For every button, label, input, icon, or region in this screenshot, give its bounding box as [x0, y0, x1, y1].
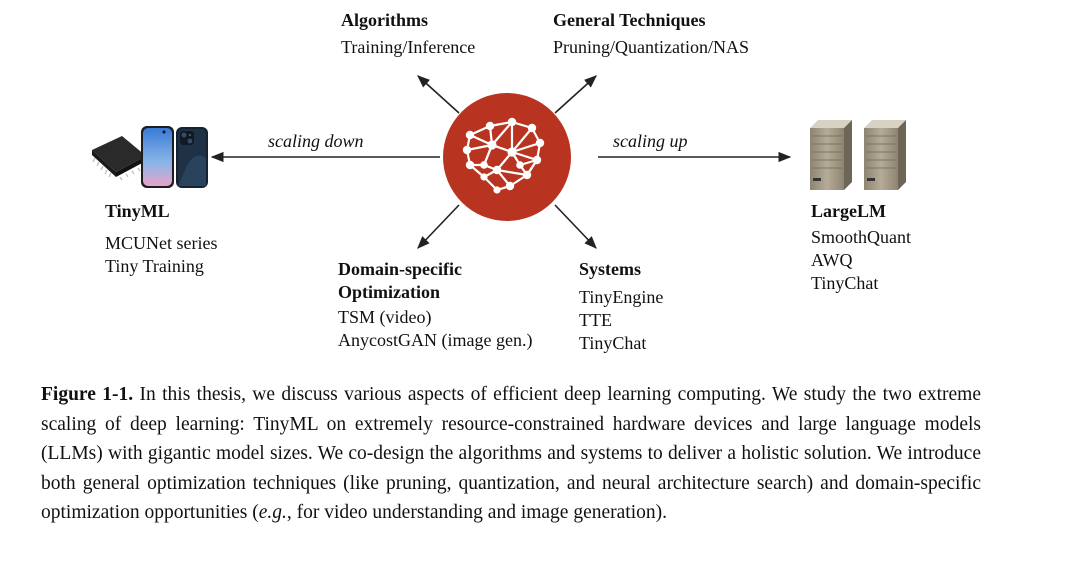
tinyml-title: TinyML — [105, 201, 170, 221]
general-techniques-title: General Techniques — [553, 10, 706, 30]
gpu-server-icon — [810, 120, 852, 190]
general-techniques-line: Pruning/Quantization/NAS — [553, 37, 749, 57]
arrow-algorithms — [417, 75, 460, 114]
arrow-general-techniques — [554, 75, 597, 114]
microcontroller-chip-icon — [92, 136, 146, 181]
domain-specific-title: Optimization — [338, 282, 440, 302]
systems-title: Systems — [579, 259, 641, 279]
systems-line: TinyEngine — [579, 287, 664, 307]
smartphone-icon — [176, 127, 208, 188]
tinyml-block: TinyML MCUNet series Tiny Training — [105, 200, 217, 278]
diagram-canvas — [92, 75, 906, 249]
domain-specific-title: Domain-specific — [338, 259, 462, 279]
gpu-server-icon — [864, 120, 906, 190]
general-techniques-block: General Techniques Pruning/Quantization/… — [553, 9, 749, 59]
algorithms-line: Training/Inference — [341, 37, 476, 57]
domain-specific-block: Domain-specific Optimization TSM (video)… — [338, 258, 532, 352]
caption-text: In this thesis, we discuss various aspec… — [41, 384, 981, 523]
figure-label: Figure 1-1. — [41, 384, 134, 405]
arrow-domain-specific — [417, 204, 460, 249]
arrow-systems — [554, 204, 597, 249]
neural-network-brain-icon — [443, 93, 571, 221]
largelm-line: SmoothQuant — [811, 227, 912, 247]
largelm-line: TinyChat — [811, 273, 879, 293]
scaling-down-label: scaling down — [268, 131, 364, 151]
caption-text-end: , for video understanding and image gene… — [286, 502, 668, 523]
largelm-title: LargeLM — [811, 201, 886, 221]
systems-line: TTE — [579, 310, 612, 330]
domain-specific-line: TSM (video) — [338, 307, 432, 327]
caption-italic: e.g. — [258, 502, 287, 523]
largelm-line: AWQ — [811, 250, 853, 270]
algorithms-title: Algorithms — [341, 10, 428, 30]
figure-caption: Figure 1-1. In this thesis, we discuss v… — [41, 380, 981, 528]
tinyml-line: Tiny Training — [105, 256, 204, 276]
systems-block: Systems TinyEngine TTE TinyChat — [579, 258, 663, 355]
tinyml-line: MCUNet series — [105, 233, 218, 253]
domain-specific-line: AnycostGAN (image gen.) — [338, 330, 533, 350]
algorithms-block: Algorithms Training/Inference — [341, 9, 475, 59]
largelm-block: LargeLM SmoothQuant AWQ TinyChat — [811, 200, 911, 295]
smartphone-icon — [141, 126, 174, 188]
scaling-up-label: scaling up — [613, 131, 688, 151]
systems-line: TinyChat — [579, 333, 647, 353]
